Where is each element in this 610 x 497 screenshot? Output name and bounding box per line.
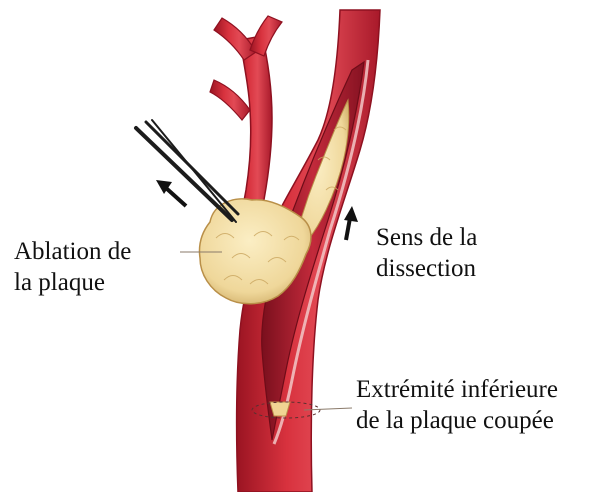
plaque-cut-end: [270, 402, 290, 416]
label-extremite-line1: Extrémité inférieure: [356, 374, 558, 405]
superior-branch-b: [250, 16, 282, 56]
up-left-arrow-icon: [156, 180, 186, 206]
label-ablation-line2: la plaque: [14, 267, 131, 298]
label-extremite-line2: de la plaque coupée: [356, 405, 558, 436]
label-ablation-plaque: Ablation de la plaque: [14, 236, 131, 298]
label-extremite-plaque: Extrémité inférieure de la plaque coupée: [356, 374, 558, 436]
forceps-icon: [136, 120, 238, 222]
label-sens-dissection: Sens de la dissection: [376, 222, 477, 284]
label-sens-line1: Sens de la: [376, 222, 477, 253]
label-ablation-line1: Ablation de: [14, 236, 131, 267]
side-branch: [210, 80, 250, 120]
up-arrow-icon: [344, 206, 358, 240]
label-sens-line2: dissection: [376, 253, 477, 284]
